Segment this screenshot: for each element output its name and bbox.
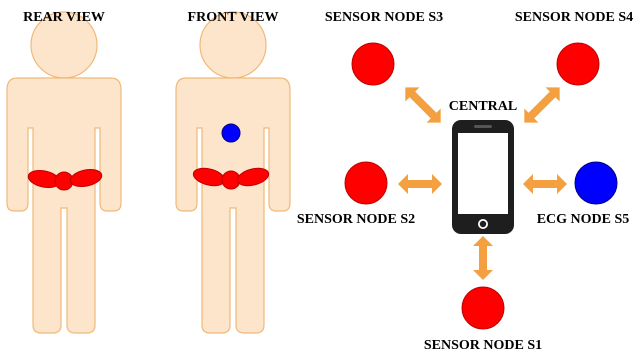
sensor-node-s1-label: SENSOR NODE S1: [424, 338, 542, 353]
double-arrow-s2: [398, 174, 442, 194]
sensor-node-s2: [344, 161, 388, 205]
sensor-node-s3: [351, 42, 395, 86]
front-view-figure: FRONT VIEW: [175, 10, 291, 334]
ecg-node-s5: [574, 161, 618, 205]
double-arrow-s4: [524, 87, 560, 123]
sensor-node-s3-label: SENSOR NODE S3: [325, 10, 443, 25]
sensor-node-s4-label: SENSOR NODE S4: [515, 10, 633, 25]
double-arrow-s3: [405, 87, 441, 123]
arrows: [398, 87, 567, 280]
sensor-node-s1: [461, 286, 505, 330]
rear-view-figure: REAR VIEW: [6, 10, 122, 334]
front-ecg-sensor: [221, 123, 241, 143]
central-label: CENTRAL: [449, 99, 517, 114]
double-arrow-s1: [473, 236, 493, 280]
front-view-label: FRONT VIEW: [188, 10, 279, 25]
smartphone-icon: [452, 120, 514, 234]
double-arrow-s5: [523, 174, 567, 194]
rear-sensor-right: [69, 168, 103, 188]
rear-view-label: REAR VIEW: [23, 10, 105, 25]
front-sensor-right: [236, 167, 270, 187]
sensor-node-s4: [556, 42, 600, 86]
sensor-node-s2-label: SENSOR NODE S2: [297, 212, 415, 227]
ecg-node-s5-label: ECG NODE S5: [537, 212, 630, 227]
